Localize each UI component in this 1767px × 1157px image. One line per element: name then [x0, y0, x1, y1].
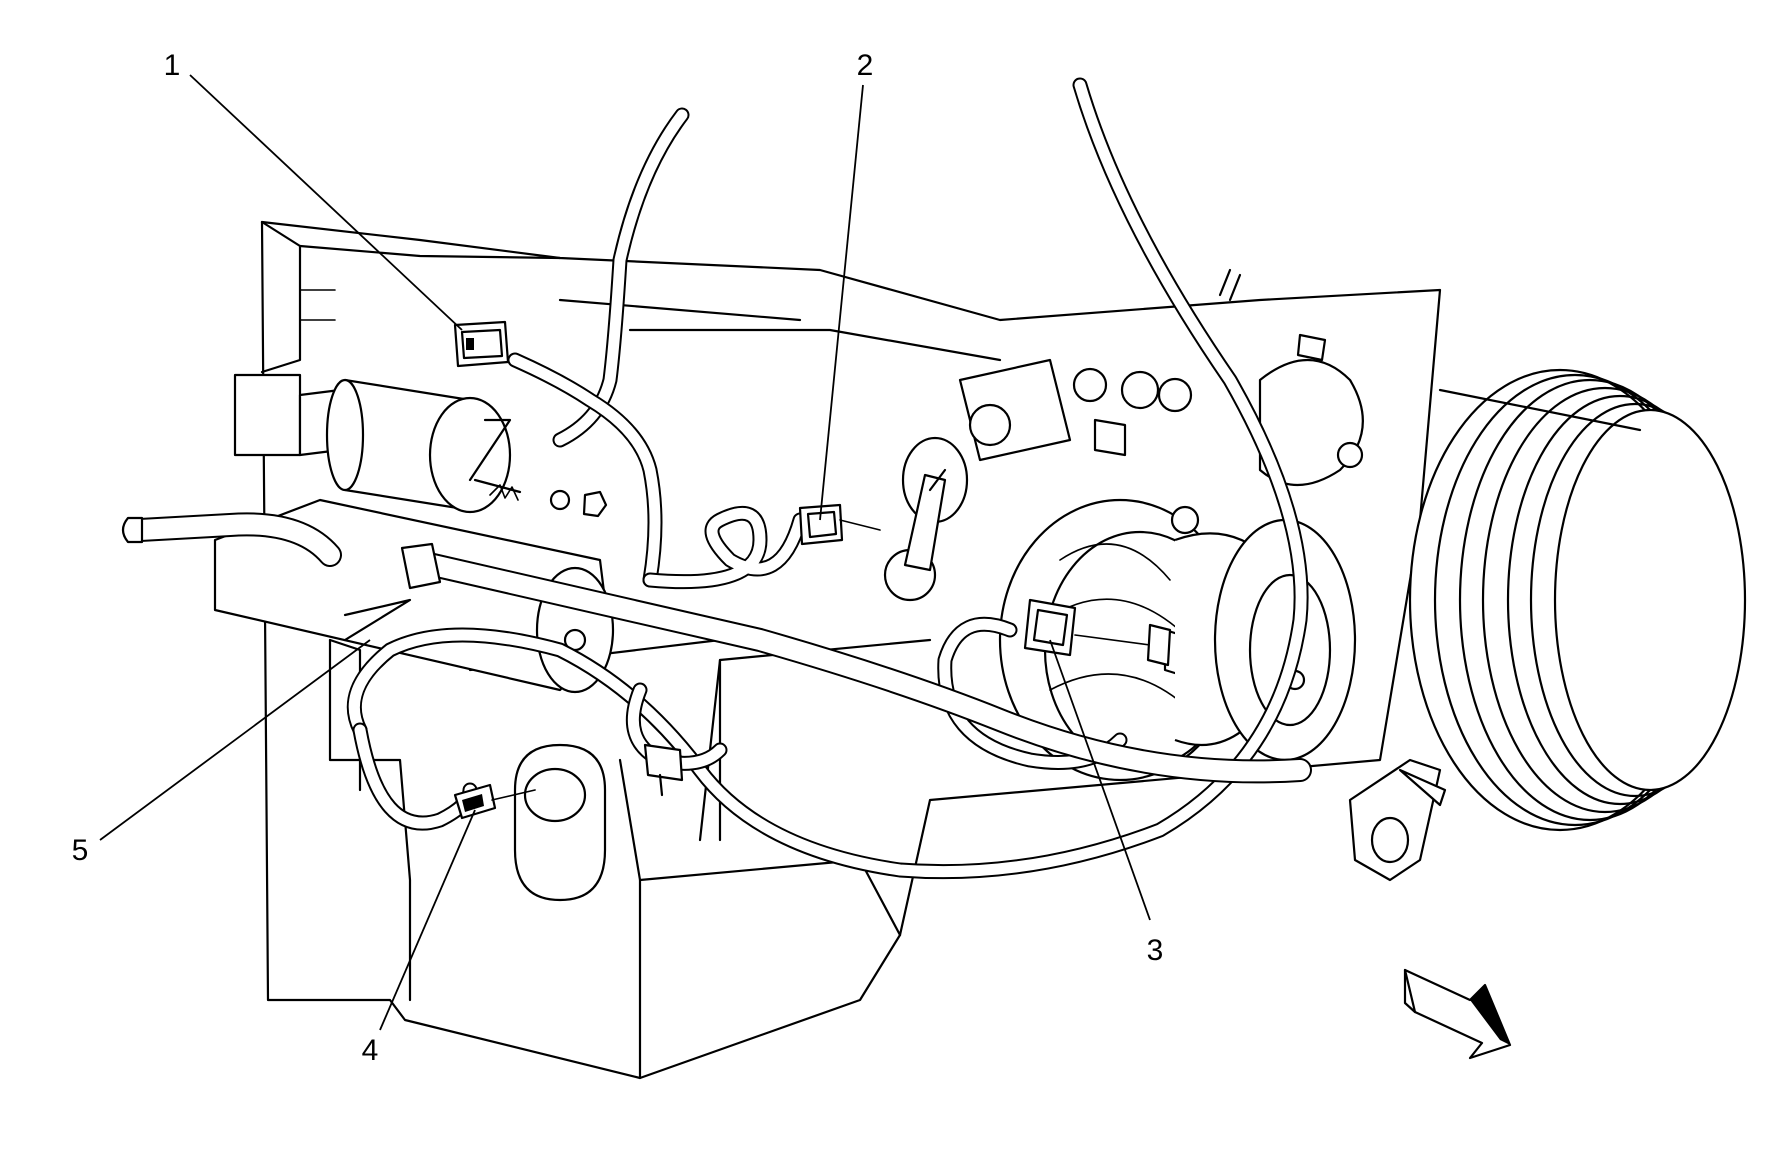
callout-label-3: 3 [1147, 934, 1164, 967]
leader-line-3 [1049, 639, 1151, 921]
leader-line-4 [379, 809, 476, 1031]
connector-4 [453, 783, 536, 820]
leader-line-1 [189, 74, 463, 331]
lower-mount-bracket [1348, 758, 1447, 882]
alternator [998, 498, 1357, 782]
mount-boss [513, 743, 607, 902]
connector-2 [798, 503, 881, 546]
leader-line-2 [819, 84, 864, 521]
connector-1 [453, 320, 510, 368]
tensioner [883, 436, 969, 602]
crank-pulley [1408, 368, 1747, 832]
harness-clip [643, 743, 684, 797]
cooler-lines [121, 512, 1312, 784]
connector-3 [1023, 598, 1172, 667]
callout-label-2: 2 [857, 49, 874, 82]
callout-label-4: 4 [362, 1034, 379, 1067]
upper-bracket [958, 268, 1364, 535]
leader-line-5 [99, 639, 371, 841]
leader-lines [99, 74, 1151, 1031]
front-direction-arrow-icon [1403, 968, 1512, 1060]
callout-label-1: 1 [164, 49, 181, 82]
callout-labels: 1 2 3 4 5 [72, 49, 1164, 1067]
callout-label-5: 5 [72, 834, 89, 867]
starter-motor [233, 373, 608, 518]
